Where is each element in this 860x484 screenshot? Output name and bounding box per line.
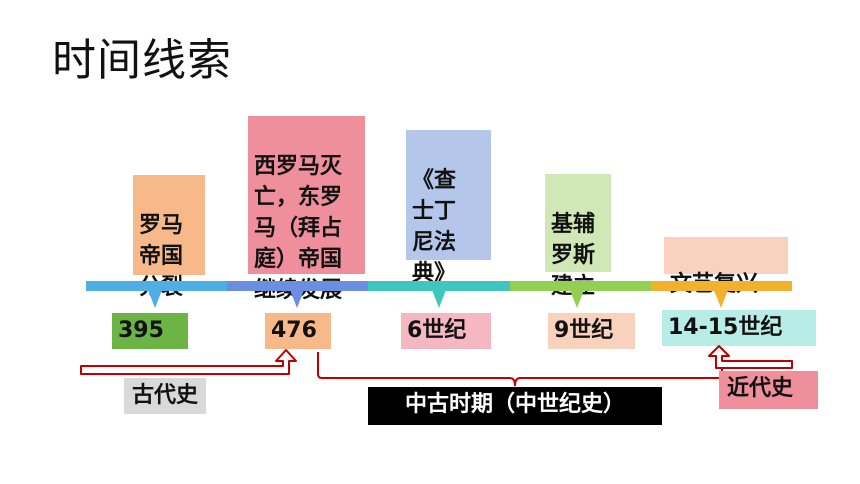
date-label: 395 [118,318,164,343]
date-box-14-15th-century: 14-15世纪 [662,310,816,346]
period-label-text: 中古时期（中世纪史） [404,392,625,417]
date-box-6th-century: 6世纪 [401,313,491,349]
medieval-period-bracket [317,348,723,387]
period-label-ancient: 古代史 [124,378,207,414]
date-label: 14-15世纪 [668,315,783,340]
date-label: 6世纪 [407,318,467,343]
ancient-period-arrow [80,349,297,375]
timeline-pointer-4 [570,290,584,308]
period-label-medieval: 中古时期（中世纪史） [368,387,662,425]
date-label: 9世纪 [554,318,614,343]
date-box-395: 395 [112,313,188,349]
timeline-segment-3 [368,281,510,291]
date-box-9th-century: 9世纪 [548,313,635,349]
timeline-pointer-5 [714,290,728,308]
timeline-segment-4 [510,281,651,291]
timeline-segment-1 [86,281,227,291]
date-label: 476 [271,318,317,343]
page-title: 时间线索 [52,35,232,86]
timeline-segment-5 [651,281,792,291]
timeline-pointer-1 [148,290,162,308]
period-label-text: 古代史 [132,383,199,408]
period-label-text: 近代史 [727,376,794,401]
period-label-modern: 近代史 [719,371,818,409]
timeline-pointer-2 [290,290,304,308]
modern-period-arrow [708,345,793,369]
timeline-pointer-3 [432,290,446,308]
timeline-segment-2 [227,281,368,291]
date-box-476: 476 [265,313,331,349]
